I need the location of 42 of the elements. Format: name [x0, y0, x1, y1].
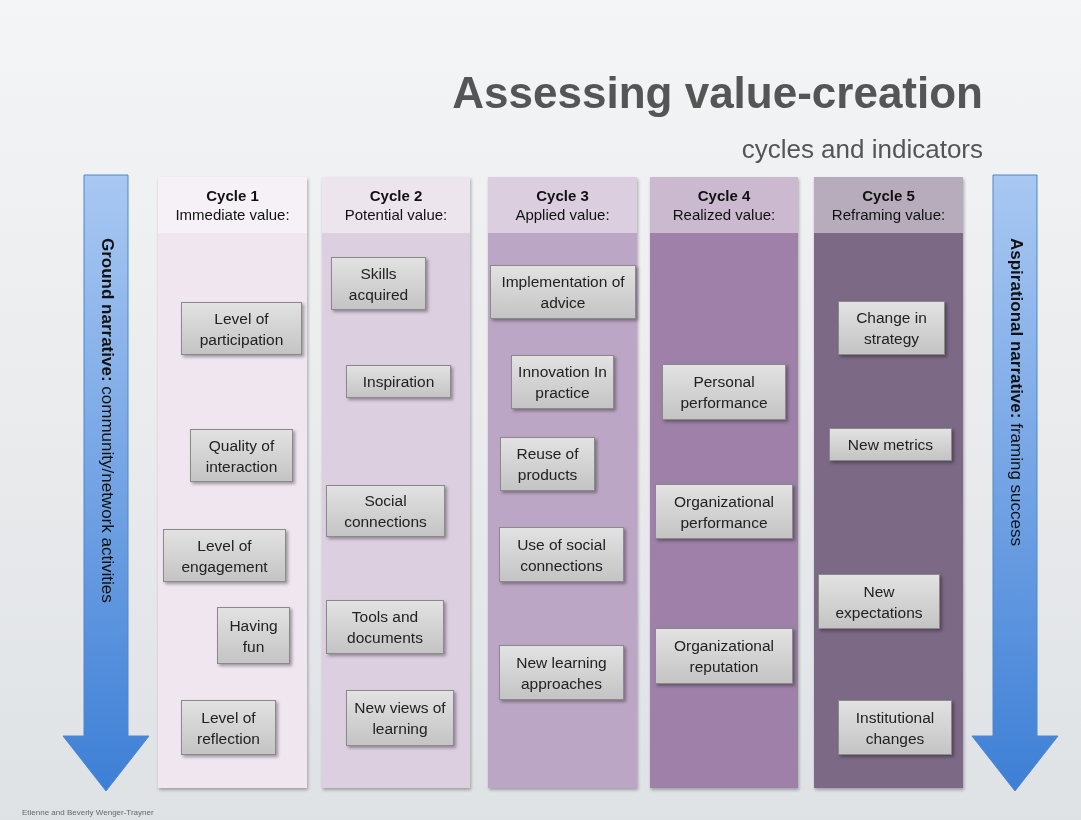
indicator-box: Personal performance: [662, 364, 786, 420]
credit-note: Etienne and Beverly Wenger-Trayner: [22, 808, 154, 817]
indicator-box: Skills acquired: [331, 257, 426, 310]
indicator-box: New learning approaches: [499, 645, 624, 700]
cycle-heading: Cycle 5: [861, 186, 916, 205]
title: Assessing value-creation: [452, 68, 983, 118]
indicator-box: Level of participation: [181, 302, 302, 355]
value-type-label: Applied value:: [514, 205, 611, 224]
indicator-box: Use of social connections: [499, 527, 624, 582]
indicator-box: Reuse of products: [500, 437, 595, 491]
indicator-box: Organizational performance: [655, 484, 793, 539]
cycle-heading: Cycle 3: [535, 186, 590, 205]
value-type-label: Reframing value:: [830, 205, 947, 224]
indicator-box: Quality of interaction: [190, 429, 293, 482]
indicator-box: Implementation of advice: [490, 265, 636, 319]
indicator-box: Innovation In practice: [511, 355, 614, 409]
indicator-box: Social connections: [326, 485, 445, 537]
value-type-label: Realized value:: [671, 205, 777, 224]
cycle-column: [322, 177, 470, 788]
indicator-box: Institutional changes: [838, 700, 952, 755]
narrative-label: Ground narrative: community/network activities: [97, 238, 117, 603]
subtitle: cycles and indicators: [741, 134, 983, 165]
cycle-column: [488, 177, 637, 788]
indicator-box: New views of learning: [346, 690, 454, 746]
indicator-box: Level of reflection: [181, 700, 276, 755]
indicator-box: New expectations: [818, 574, 940, 629]
value-type-label: Potential value:: [343, 205, 449, 224]
cycle-column: [650, 177, 798, 788]
value-type-label: Immediate value:: [174, 205, 291, 224]
cycle-heading: Cycle 2: [368, 186, 424, 205]
indicator-box: Inspiration: [346, 365, 451, 398]
indicator-box: Having fun: [217, 607, 290, 664]
cycle-heading: Cycle 4: [696, 186, 752, 205]
cycle-heading: Cycle 1: [205, 186, 260, 205]
narrative-label: Aspirational narrative: framing success: [1006, 238, 1026, 546]
indicator-box: New metrics: [829, 428, 952, 461]
indicator-box: Organizational reputation: [655, 628, 793, 684]
cycle-column: [814, 177, 963, 788]
cycle-column: [158, 177, 307, 788]
indicator-box: Level of engagement: [163, 529, 286, 582]
indicator-box: Tools and documents: [326, 600, 444, 654]
indicator-box: Change in strategy: [838, 301, 945, 355]
